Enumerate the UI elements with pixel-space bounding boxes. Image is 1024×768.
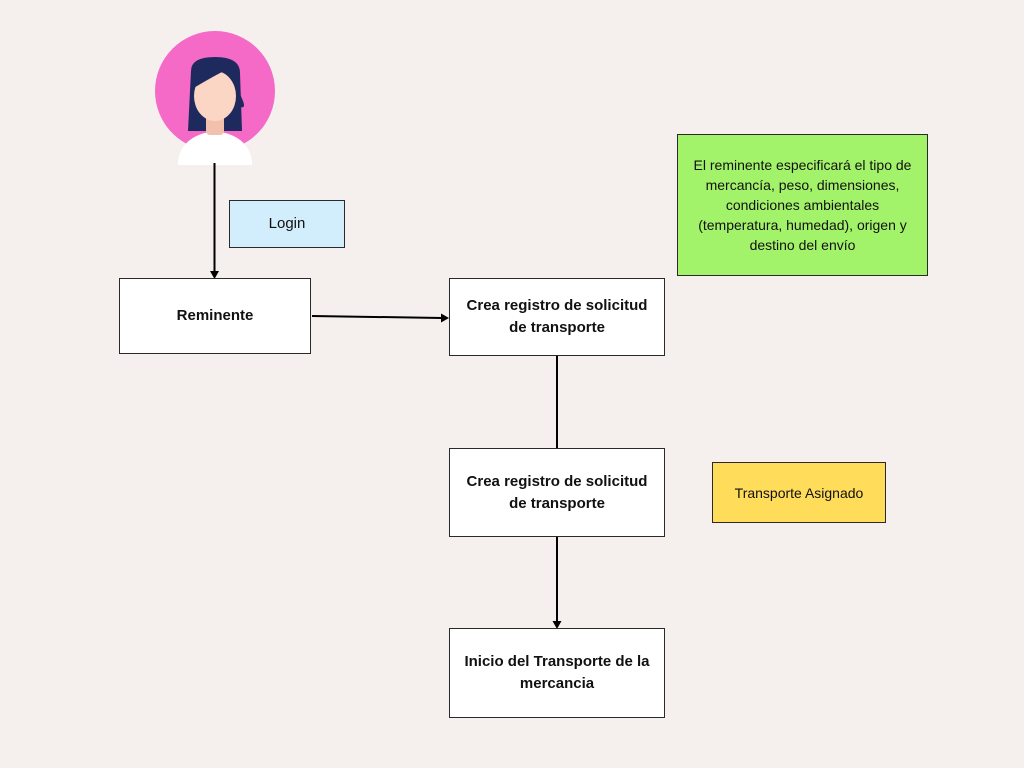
arrowhead bbox=[552, 621, 562, 629]
transport-assigned-note: Transporte Asignado bbox=[712, 462, 886, 523]
step-create-request-1: Crea registro de solicitud de transporte bbox=[449, 278, 665, 356]
arrowhead bbox=[441, 313, 449, 323]
shipment-details-note: El reminente especificará el tipo de mer… bbox=[677, 134, 928, 276]
step-create-request-2: Crea registro de solicitud de transporte bbox=[449, 448, 665, 537]
login-label: Login bbox=[229, 200, 345, 248]
arrowhead bbox=[210, 271, 219, 279]
arrow-remitente-to-step1 bbox=[311, 315, 443, 319]
remitente-box: Reminente bbox=[119, 278, 311, 354]
user-avatar-icon bbox=[155, 31, 275, 165]
step-start-transport: Inicio del Transporte de la mercancia bbox=[449, 628, 665, 718]
